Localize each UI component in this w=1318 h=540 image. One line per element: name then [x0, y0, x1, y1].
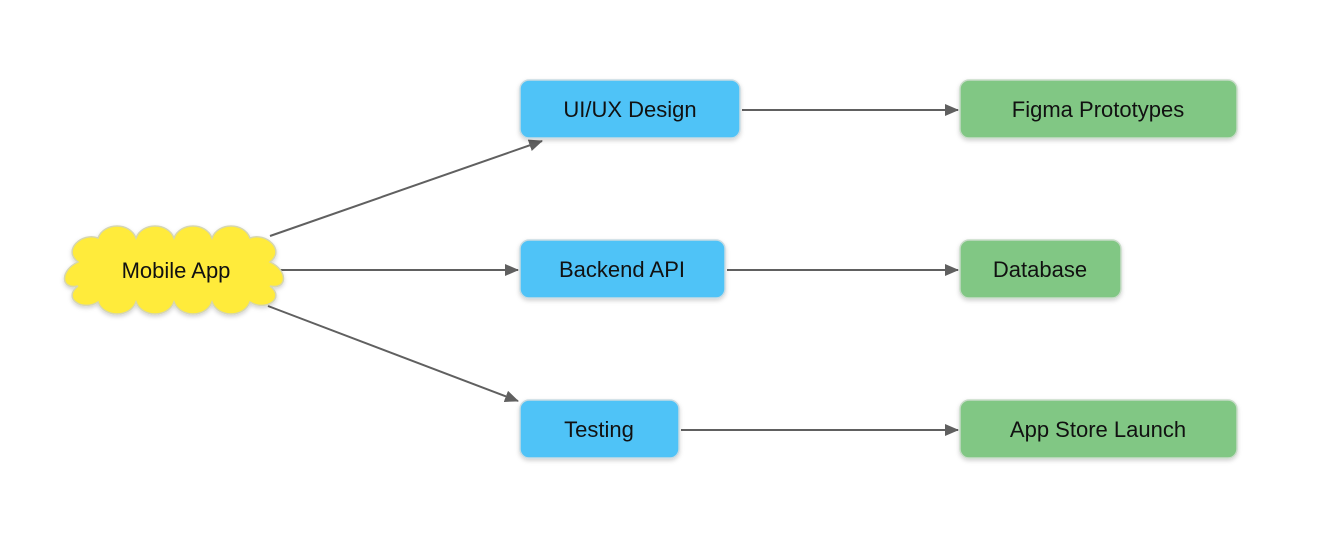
edge-mobile-app-to-ui-ux-design — [269, 139, 543, 237]
node-mobile-app[interactable]: Mobile App — [63, 225, 285, 315]
node-testing[interactable]: Testing — [519, 399, 680, 459]
edges — [267, 104, 959, 436]
node-label: Figma Prototypes — [1012, 97, 1184, 122]
node-box — [959, 239, 1122, 299]
node-label: App Store Launch — [1010, 417, 1186, 442]
node-database[interactable]: Database — [959, 239, 1122, 299]
node-app-store-launch[interactable]: App Store Launch — [959, 399, 1238, 459]
node-label: Backend API — [559, 257, 685, 282]
node-box — [959, 79, 1238, 139]
node-box — [519, 239, 726, 299]
node-box — [519, 399, 680, 459]
node-label: Mobile App — [122, 258, 231, 283]
node-label: Testing — [564, 417, 634, 442]
node-label: Database — [993, 257, 1087, 282]
node-ui-ux-design[interactable]: UI/UX Design — [519, 79, 741, 139]
node-label: UI/UX Design — [563, 97, 696, 122]
node-figma-prototypes[interactable]: Figma Prototypes — [959, 79, 1238, 139]
edge-mobile-app-to-testing — [267, 305, 519, 402]
node-box — [959, 399, 1238, 459]
node-box — [519, 79, 741, 139]
cloud-shape — [63, 225, 285, 315]
node-backend-api[interactable]: Backend API — [519, 239, 726, 299]
